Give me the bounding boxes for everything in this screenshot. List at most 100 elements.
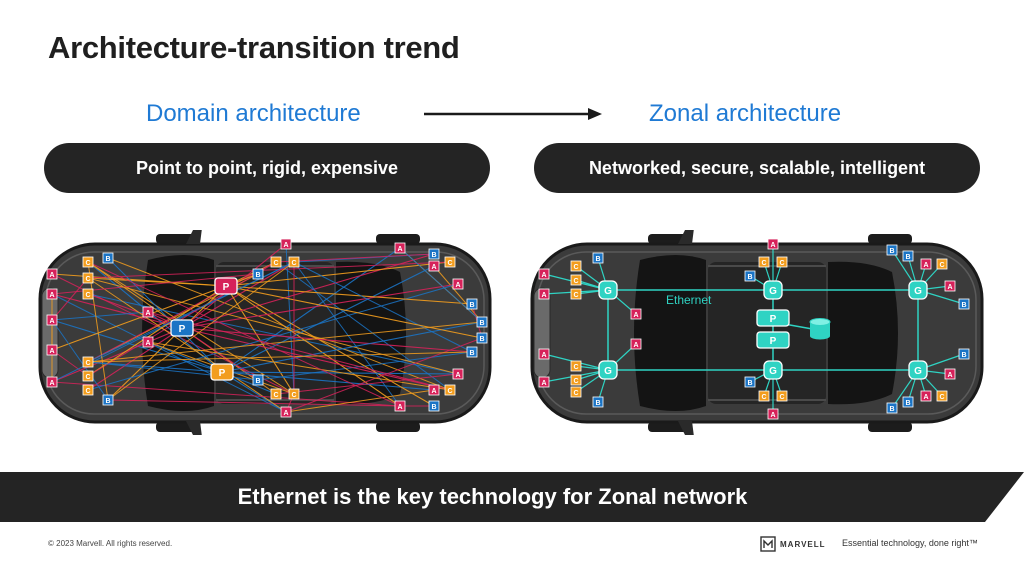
processor-bottom-label: P (219, 368, 226, 379)
domain-node-6: C (82, 272, 94, 284)
zonal-node-11: C (570, 386, 582, 398)
zonal-node-18-label: C (761, 394, 766, 401)
zonal-node-3-label: C (573, 278, 578, 285)
zonal-node-21-label: B (747, 380, 752, 387)
domain-node-15-label: C (273, 260, 278, 267)
zonal-node-32-label: A (947, 372, 952, 379)
zonal-node-6: A (630, 308, 642, 320)
domain-node-36-label: B (479, 336, 484, 343)
zonal-node-14-label: C (761, 260, 766, 267)
domain-node-10: C (82, 384, 94, 396)
processor-left: P (170, 319, 194, 337)
domain-node-21-label: B (255, 272, 260, 279)
domain-node-5: C (82, 256, 94, 268)
zonal-summary-pill: Networked, secure, scalable, intelligent (534, 143, 980, 193)
domain-architecture-heading: Domain architecture (146, 100, 361, 127)
zonal-node-24: A (920, 258, 932, 270)
domain-node-27-label: C (447, 260, 452, 267)
domain-node-9-label: C (85, 374, 90, 381)
domain-node-30: B (428, 400, 440, 412)
gateway-3-label: G (604, 366, 612, 377)
domain-node-35: B (476, 316, 488, 328)
domain-node-35-label: B (479, 320, 484, 327)
zonal-node-8-label: A (541, 380, 546, 387)
zonal-node-29-label: B (905, 400, 910, 407)
domain-node-4: A (46, 376, 58, 388)
database-icon (809, 318, 831, 340)
domain-node-29-label: A (431, 388, 436, 395)
zonal-node-28-label: B (889, 406, 894, 413)
zonal-node-25: C (936, 258, 948, 270)
domain-node-24: A (394, 400, 406, 412)
domain-node-36: B (476, 332, 488, 344)
domain-node-9: C (82, 370, 94, 382)
zonal-node-15-label: C (779, 260, 784, 267)
gateway-4-label: G (769, 366, 777, 377)
zonal-node-1-label: A (541, 292, 546, 299)
domain-node-28: C (444, 384, 456, 396)
gateway-1: G (763, 280, 783, 300)
domain-node-34: B (466, 346, 478, 358)
domain-node-20: A (280, 406, 292, 418)
zonal-node-5: B (592, 252, 604, 264)
domain-node-30-label: B (431, 404, 436, 411)
zonal-node-22: B (886, 244, 898, 256)
zonal-node-9: C (570, 360, 582, 372)
domain-node-1-label: A (49, 292, 54, 299)
zonal-node-30: A (920, 390, 932, 402)
domain-node-19-label: A (283, 242, 288, 249)
zonal-node-13: A (630, 338, 642, 350)
domain-node-27: C (444, 256, 456, 268)
zonal-node-16-label: A (770, 242, 775, 249)
zonal-node-14: C (758, 256, 770, 268)
zonal-node-15: C (776, 256, 788, 268)
zonal-node-9-label: C (573, 364, 578, 371)
domain-node-17-label: C (273, 392, 278, 399)
zonal-node-24-label: A (923, 262, 928, 269)
zonal-node-5-label: B (595, 256, 600, 263)
zonal-node-13-label: A (633, 342, 638, 349)
zonal-node-8: A (538, 376, 550, 388)
ethernet-label: Ethernet (666, 293, 712, 307)
processor-upper-label: P (770, 314, 777, 325)
gateway-3: G (598, 360, 618, 380)
gateway-5: G (908, 360, 928, 380)
zonal-node-17: B (744, 270, 756, 282)
zonal-node-33: B (958, 348, 970, 360)
domain-node-7: C (82, 288, 94, 300)
processor-left-label: P (179, 324, 186, 335)
zonal-node-4-label: C (573, 292, 578, 299)
domain-node-23: A (394, 242, 406, 254)
domain-node-31-label: A (455, 282, 460, 289)
domain-node-8-label: C (85, 360, 90, 367)
zonal-node-26: A (944, 280, 956, 292)
marvell-logo-icon (760, 536, 776, 552)
zonal-node-16: A (767, 238, 779, 250)
zonal-node-17-label: B (747, 274, 752, 281)
domain-node-17: C (270, 388, 282, 400)
gateway-2: G (908, 280, 928, 300)
gateway-2-label: G (914, 286, 922, 297)
processor-bottom: P (210, 363, 234, 381)
domain-node-15: C (270, 256, 282, 268)
domain-node-12-label: B (105, 398, 110, 405)
domain-node-11: B (102, 252, 114, 264)
zonal-node-23-label: B (905, 254, 910, 261)
zonal-node-6-label: A (633, 312, 638, 319)
domain-node-13: A (142, 306, 154, 318)
zonal-node-19-label: C (779, 394, 784, 401)
zonal-node-7: A (538, 348, 550, 360)
zonal-node-21: B (744, 376, 756, 388)
domain-node-22: B (252, 374, 264, 386)
zonal-node-32: A (944, 368, 956, 380)
domain-node-20-label: A (283, 410, 288, 417)
zonal-node-11-label: C (573, 390, 578, 397)
zonal-node-0: A (538, 268, 550, 280)
domain-node-6-label: C (85, 276, 90, 283)
zonal-node-29: B (902, 396, 914, 408)
domain-node-25-label: B (431, 252, 436, 259)
domain-node-12: B (102, 394, 114, 406)
zonal-node-31-label: C (939, 394, 944, 401)
